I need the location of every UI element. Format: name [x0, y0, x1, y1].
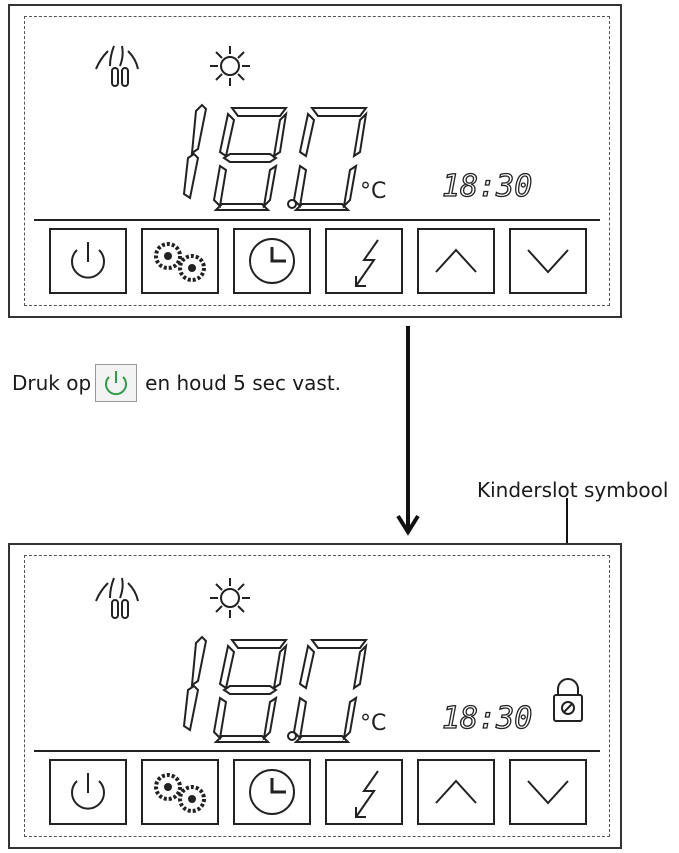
- down-arrow-head: [396, 514, 420, 536]
- down-button[interactable]: [509, 228, 587, 294]
- time-readout: 18:30: [442, 701, 532, 736]
- up-button[interactable]: [417, 759, 495, 825]
- clock-button[interactable]: [233, 759, 311, 825]
- time-readout: 18:30: [442, 169, 532, 204]
- thermostat-display-after: °C 18:30: [8, 543, 622, 849]
- lcd-screen: °C 18:30: [34, 45, 600, 221]
- instruction-before: Druk op: [12, 371, 92, 395]
- settings-button[interactable]: [141, 759, 219, 825]
- sun-icon: [210, 46, 250, 86]
- instruction-after: en houd 5 sec vast.: [145, 371, 342, 395]
- power-icon: [95, 364, 138, 402]
- fan-icon: [95, 45, 139, 87]
- button-row: [49, 228, 587, 294]
- thermostat-display-before: °C 18:30: [8, 4, 622, 318]
- lcd-screen: °C 18:30: [34, 577, 600, 825]
- lock-icon: [553, 678, 583, 722]
- heat-boost-button[interactable]: [325, 759, 403, 825]
- lock-label: Kinderslot symbool: [477, 478, 669, 502]
- unit-label: °C: [360, 711, 386, 736]
- unit-label: °C: [360, 179, 386, 204]
- power-button[interactable]: [49, 759, 127, 825]
- fan-icon: [95, 577, 139, 619]
- display-frame: [24, 16, 610, 306]
- heat-boost-button[interactable]: [325, 228, 403, 294]
- settings-button[interactable]: [141, 228, 219, 294]
- down-button[interactable]: [509, 759, 587, 825]
- clock-button[interactable]: [233, 228, 311, 294]
- temperature-digits: [182, 635, 368, 743]
- temperature-digits: [182, 103, 368, 211]
- power-button[interactable]: [49, 228, 127, 294]
- instruction-text: Druk op en houd 5 sec vast.: [12, 364, 341, 402]
- display-frame: [24, 555, 610, 837]
- up-button[interactable]: [417, 228, 495, 294]
- sun-icon: [210, 578, 250, 618]
